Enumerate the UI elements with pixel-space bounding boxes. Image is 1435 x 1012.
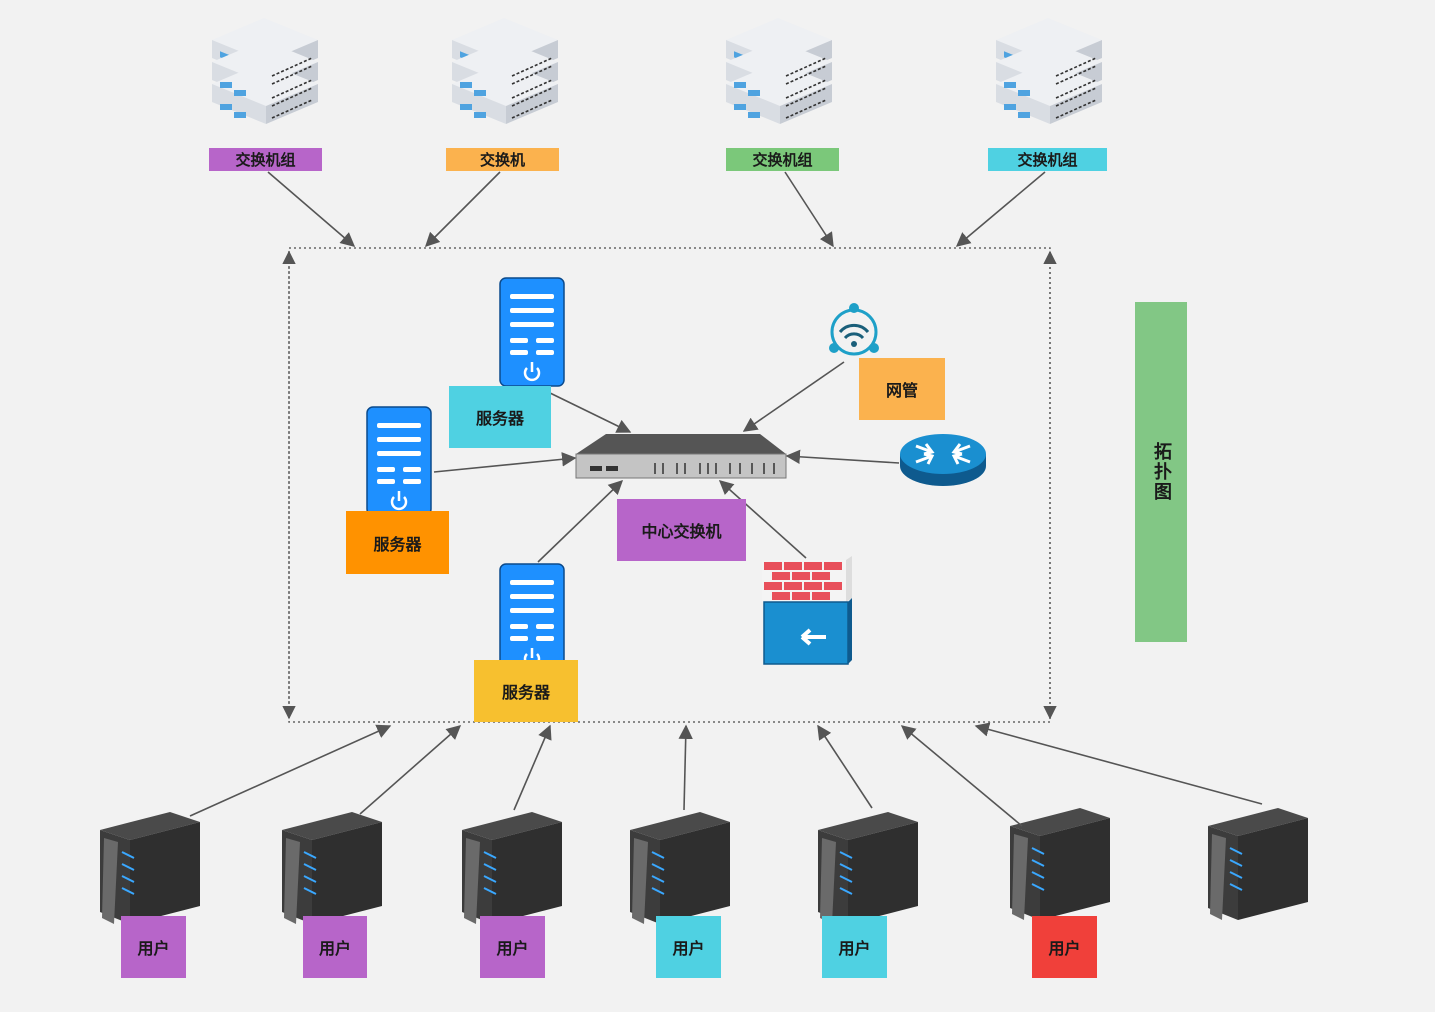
server-icon [498,276,566,388]
diagram-title: 拓扑图 [1151,442,1172,502]
switch-group-label: 交换机组 [988,148,1107,171]
switch-group-label: 交换机组 [209,148,322,171]
user-label: 用户 [1032,916,1097,978]
user-pc-icon [1009,807,1111,921]
core-network-boundary [288,247,1051,723]
server-label: 服务器 [346,511,449,574]
user-pc-icon [817,811,919,925]
core-connections [433,361,900,563]
user-pc-icon [629,811,731,925]
user-connections [189,722,1263,827]
user-pc-icon [99,811,201,925]
server-label: 服务器 [474,660,578,722]
user-label: 用户 [480,916,545,978]
server-icon [365,405,433,517]
user-label: 用户 [303,916,367,978]
switch-label: 交换机 [446,148,559,171]
server-label: 服务器 [449,386,551,448]
switch-group-icon [211,17,319,125]
user-label: 用户 [121,916,186,978]
network-manager-label: 网管 [859,358,945,420]
switch-icon [451,17,559,125]
central-switch-icon [575,434,787,479]
switch-group-icon [725,17,833,125]
wifi-icon [829,303,879,356]
user-pc-icon [281,811,383,925]
central-switch-label: 中心交换机 [617,499,746,561]
user-label: 用户 [822,916,887,978]
switch-group-icon [995,17,1103,125]
router-icon [900,434,986,486]
server-icon [498,562,566,674]
firewall-icon [762,556,852,665]
user-label: 用户 [656,916,721,978]
top-connections [267,171,1046,248]
switch-group-label: 交换机组 [726,148,839,171]
user-pc-icon [1207,807,1309,921]
diagram-title-panel: 拓扑图 [1135,302,1187,642]
user-pc-icon [461,811,563,925]
